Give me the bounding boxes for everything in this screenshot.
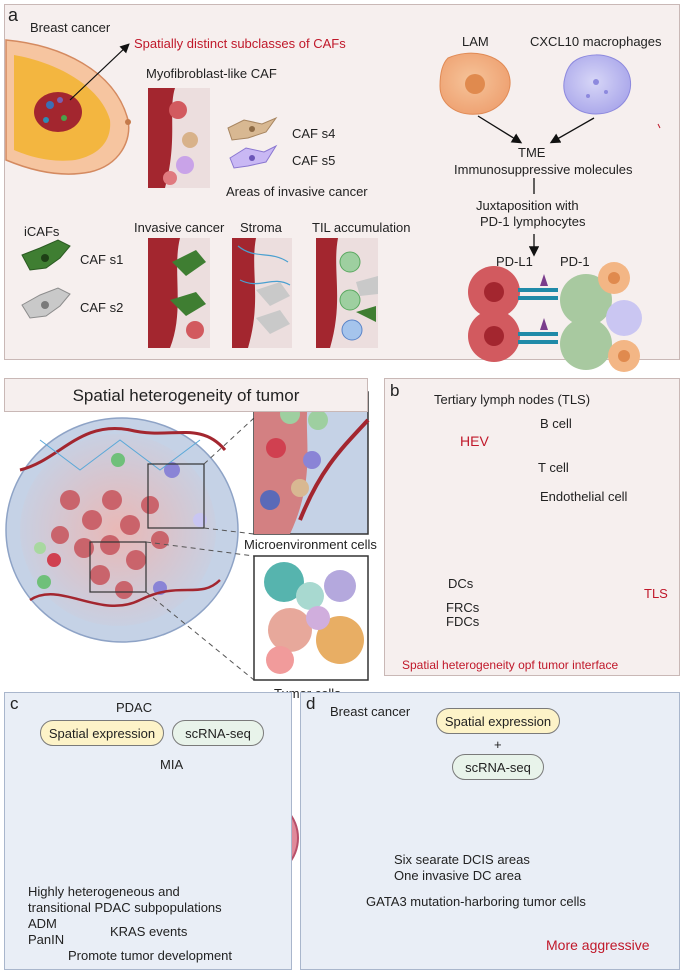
dcs-label: DCs <box>448 576 474 591</box>
invasive-areas-label: Areas of invasive cancer <box>226 184 368 199</box>
stroma-label: Stroma <box>240 220 282 235</box>
caf-s1-label: CAF s1 <box>80 252 124 267</box>
promote-label: Promote tumor development <box>68 948 233 963</box>
hev-label: HEV <box>460 433 489 449</box>
pd-l1-label: PD-L1 <box>496 254 533 269</box>
tme-label: TME <box>518 145 546 160</box>
t-cell-label: T cell <box>538 460 569 475</box>
spatial-heterogeneity-title-box <box>4 378 368 412</box>
lam-label: LAM <box>462 34 489 49</box>
frcs-label: FRCs <box>446 600 480 615</box>
heterogeneous-label-1: Highly heterogeneous and <box>28 884 180 899</box>
gata3-label: GATA3 mutation-harboring tumor cells <box>366 894 586 909</box>
pdac-label: PDAC <box>116 700 153 715</box>
breast-cancer-label-d: Breast cancer <box>330 704 411 719</box>
more-aggressive-label: More aggressive <box>546 937 650 953</box>
plus-label: + <box>494 737 502 752</box>
fdcs-label: FDCs <box>446 614 480 629</box>
spatial-expression-pill-c: Spatial expression <box>40 720 164 746</box>
tumor-section-illustration <box>5 417 239 643</box>
tls-label: TLS <box>644 586 668 601</box>
interface-label: Spatial heterogeneity opf tumor interfac… <box>402 658 619 672</box>
panel-letter-d: d <box>306 694 316 713</box>
pd-1-label: PD-1 <box>560 254 590 269</box>
caf-s2-label: CAF s2 <box>80 300 124 315</box>
spatial-expression-pill-d: Spatial expression <box>436 708 560 734</box>
breast-cancer-label: Breast cancer <box>30 20 111 35</box>
myofibroblast-label: Myofibroblast-like CAF <box>146 66 277 81</box>
invasive-cancer-label: Invasive cancer <box>134 220 225 235</box>
pd-l1-pd-1-interaction <box>468 262 642 372</box>
kras-label: KRAS events <box>110 924 188 939</box>
adm-label: ADM <box>28 916 57 931</box>
panin-label: PanIN <box>28 932 65 947</box>
endothelial-label: Endothelial cell <box>540 489 628 504</box>
icafs-label: iCAFs <box>24 224 60 239</box>
spatial-subclasses-label: Spatially distinct subclasses of CAFs <box>134 36 346 51</box>
panel-d <box>300 692 680 970</box>
pd1-lymphocytes-label: PD-1 lymphocytes <box>480 214 586 229</box>
mia-label: MIA <box>160 757 184 772</box>
caf-s5-label: CAF s5 <box>292 153 336 168</box>
panel-letter-c: c <box>10 694 19 713</box>
six-dcis-label: Six searate DCIS areas <box>394 852 530 867</box>
juxtaposition-label: Juxtaposition with <box>476 198 579 213</box>
scrna-seq-pill-d: scRNA-seq <box>452 754 544 780</box>
panel-letter-b: b <box>390 381 400 400</box>
tls-title-label: Tertiary lymph nodes (TLS) <box>434 392 591 407</box>
til-label: TIL accumulation <box>312 220 411 235</box>
cxcl10-label: CXCL10 macrophages <box>530 34 662 49</box>
b-cell-label: B cell <box>540 416 572 431</box>
immunosuppressive-label: Immunosuppressive molecules <box>454 162 633 177</box>
spatial-heterogeneity-title: Spatial heterogeneity of tumor <box>72 386 300 405</box>
breast-illustration <box>5 39 131 175</box>
microenvironment-label: Microenvironment cells <box>244 537 377 552</box>
panel-letter-a: a <box>8 5 19 25</box>
one-invasive-label: One invasive DC area <box>394 868 522 883</box>
heterogeneous-label-2: transitional PDAC subpopulations <box>28 900 222 915</box>
caf-s4-label: CAF s4 <box>292 126 336 141</box>
panel-b <box>384 378 680 676</box>
scrna-seq-pill-c: scRNA-seq <box>172 720 264 746</box>
